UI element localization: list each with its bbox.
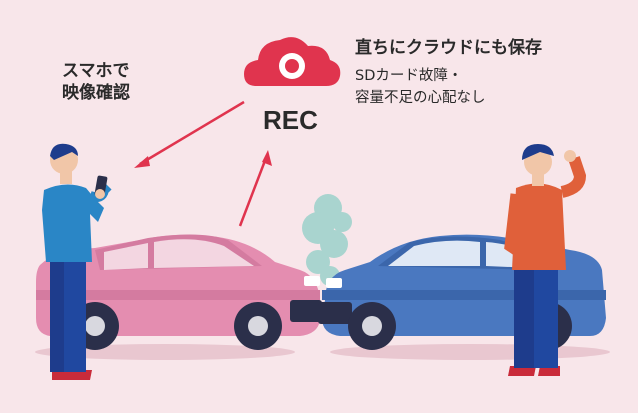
- cloud-record-icon: [244, 37, 341, 86]
- phone-check-label: スマホで 映像確認: [62, 60, 130, 104]
- arrow-to-cloud-icon: [238, 150, 272, 227]
- phone-check-line1: スマホで: [62, 61, 130, 81]
- cloud-save-line2: 容量不足の心配なし: [355, 89, 486, 106]
- person-with-phone-icon: [42, 143, 112, 380]
- rec-label: REC: [263, 105, 318, 135]
- phone-check-line2: 映像確認: [62, 83, 130, 104]
- smoke-icon: [302, 194, 352, 286]
- cloud-save-line1: SDカード故障・: [355, 68, 463, 84]
- confused-person-icon: [504, 144, 587, 376]
- cloud-save-heading: 直ちにクラウドにも保存: [355, 38, 542, 58]
- arrow-to-phone-icon: [134, 100, 245, 168]
- cloud-save-description: SDカード故障・ 容量不足の心配なし: [355, 66, 486, 110]
